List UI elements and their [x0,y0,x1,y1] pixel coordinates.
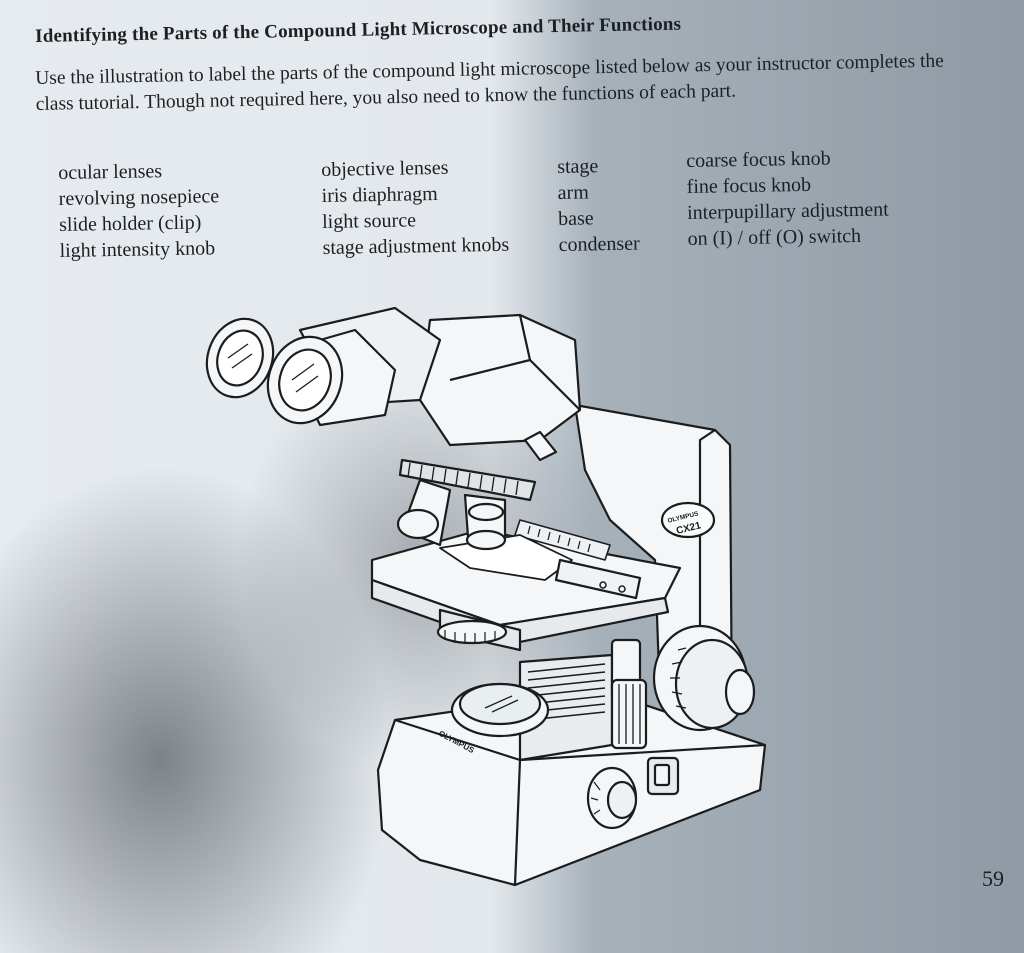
parts-column-4: coarse focus knob fine focus knob interp… [686,144,889,252]
fine-focus-knob [724,668,756,716]
list-item: ocular lenses [58,160,163,184]
revolving-nosepiece [398,458,537,502]
list-item: arm [557,181,589,204]
power-switch [646,756,680,796]
parts-column-2: objective lenses iris diaphragm light so… [321,154,509,261]
list-item: light source [321,209,417,233]
stage-adjustment-knobs [610,638,648,750]
page-number: 59 [982,866,1004,891]
condenser [436,608,522,652]
list-item: stage [557,155,599,178]
ocular-lenses [205,306,442,427]
list-item: base [557,207,594,230]
model-badge: OLYMPUS CX21 [660,501,716,539]
list-item: stage adjustment knobs [322,233,510,259]
list-item: slide holder (clip) [58,211,202,236]
list-item: light intensity knob [59,237,216,262]
list-item: fine focus knob [686,173,812,198]
parts-column-1: ocular lenses revolving nosepiece slide … [58,157,220,264]
microscope-illustration: OLYMPUS OLYMPUS CX21 [205,306,767,887]
light-intensity-knob [586,766,638,830]
list-item: coarse focus knob [686,147,831,172]
interpupillary-adjustment [523,430,558,462]
list-item: iris diaphragm [321,182,438,207]
microscope-head [418,313,582,462]
list-item: revolving nosepiece [58,185,220,210]
list-item: objective lenses [321,156,449,181]
light-source [450,682,550,738]
parts-list: ocular lenses revolving nosepiece slide … [0,0,1024,300]
parts-column-3: stage arm base condenser [557,153,640,258]
objective-lenses [396,478,507,551]
list-item: on (I) / off (O) switch [687,224,862,250]
list-item: interpupillary adjustment [686,198,889,224]
list-item: condenser [558,232,640,256]
coarse-focus-knob [652,624,756,732]
